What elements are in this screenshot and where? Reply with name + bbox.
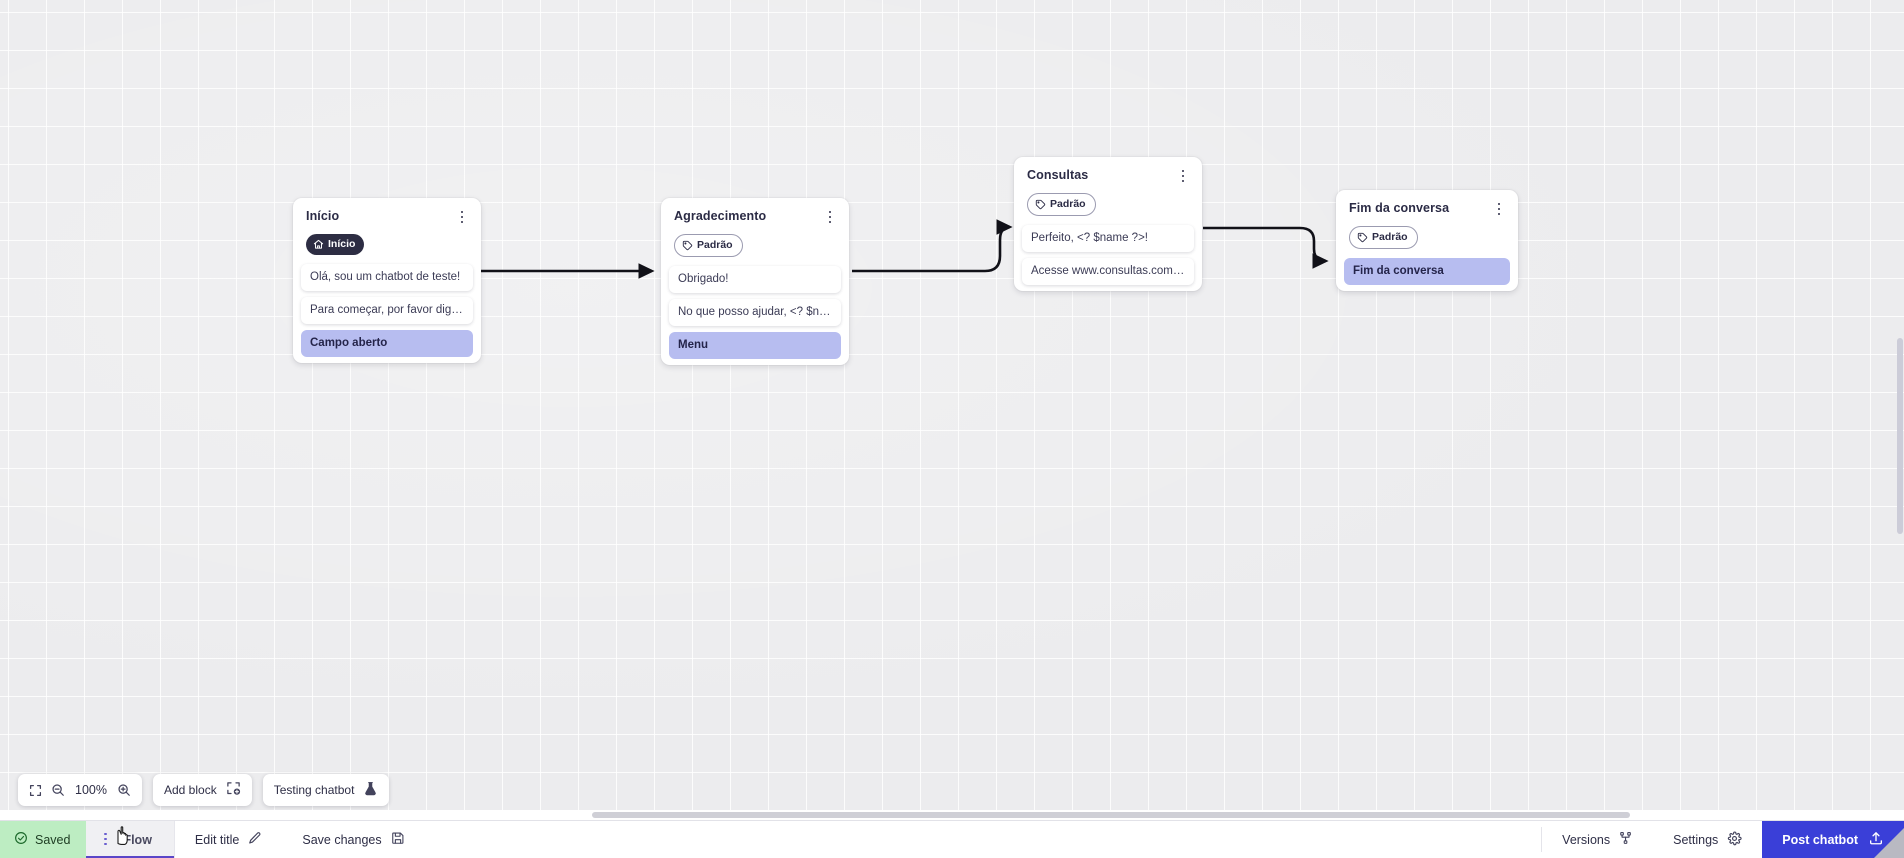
- node-rows: Fim da conversa: [1336, 258, 1518, 285]
- pencil-icon: [248, 831, 262, 848]
- tag-icon: [1035, 199, 1046, 210]
- edge-agradecimento-consultas: [852, 219, 1013, 273]
- node-rows: Obrigado! No que posso ajudar, <? $name …: [661, 266, 849, 359]
- flow-connectors: [481, 219, 1329, 279]
- node-badge-row: Padrão: [1336, 218, 1518, 258]
- node-row-message[interactable]: Obrigado!: [669, 266, 841, 293]
- node-badge-row: Início: [293, 226, 481, 264]
- testing-chatbot-label: Testing chatbot: [273, 783, 355, 797]
- node-title: Fim da conversa: [1349, 201, 1450, 215]
- node-row-message[interactable]: Acesse www.consultas.com par...: [1022, 258, 1194, 285]
- add-block-label: Add block: [164, 783, 217, 797]
- node-badge-label: Padrão: [1050, 198, 1086, 211]
- edge-consultas-fim: [1203, 226, 1329, 269]
- node-badge-row: Padrão: [1014, 185, 1202, 225]
- zoom-controls: 100%: [18, 774, 142, 806]
- status-bar: Saved Flow Edit title Save changes Versi…: [0, 820, 1904, 858]
- node-badge-label: Padrão: [1372, 231, 1408, 244]
- node-menu-button[interactable]: [823, 208, 837, 226]
- add-block-icon: [226, 781, 241, 799]
- versions-button[interactable]: Versions: [1542, 821, 1653, 858]
- flow-node-inicio[interactable]: Início Início Olá, sou um chatbot de tes…: [293, 198, 481, 363]
- node-row-message[interactable]: Para começar, por favor digite o ...: [301, 297, 473, 324]
- check-circle-icon: [14, 831, 28, 848]
- node-header: Consultas: [1014, 157, 1202, 185]
- node-badge-padrao[interactable]: Padrão: [1027, 193, 1096, 216]
- zoom-in-icon[interactable]: [117, 783, 131, 797]
- node-badge-padrao[interactable]: Padrão: [674, 234, 743, 257]
- node-badge-padrao[interactable]: Padrão: [1349, 226, 1418, 249]
- status-bar-spacer: [425, 821, 1542, 858]
- node-badge-row: Padrão: [661, 226, 849, 266]
- flow-tab-label: Flow: [123, 832, 152, 847]
- node-badge-label: Padrão: [697, 239, 733, 252]
- testing-chatbot-button[interactable]: Testing chatbot: [262, 774, 390, 806]
- node-title: Agradecimento: [674, 209, 767, 223]
- node-badge-inicio[interactable]: Início: [306, 234, 365, 255]
- zoom-out-icon[interactable]: [51, 783, 65, 797]
- horizontal-scrollbar[interactable]: [0, 810, 1904, 820]
- node-menu-button[interactable]: [1176, 167, 1190, 185]
- save-changes-button[interactable]: Save changes: [282, 821, 424, 858]
- status-bar-divider: [1541, 827, 1543, 852]
- settings-label: Settings: [1673, 832, 1719, 847]
- saved-status-badge: Saved: [0, 821, 87, 858]
- saved-label: Saved: [35, 832, 71, 847]
- node-row-action[interactable]: Menu: [669, 332, 841, 359]
- flow-tab-menu-icon[interactable]: [98, 830, 112, 848]
- flask-icon: [363, 781, 378, 799]
- node-row-action[interactable]: Campo aberto: [301, 330, 473, 357]
- flow-node-agradecimento[interactable]: Agradecimento Padrão Obrigado! No que po…: [661, 198, 849, 365]
- node-title: Início: [306, 209, 340, 223]
- node-header: Agradecimento: [661, 198, 849, 226]
- canvas-toolbar: 100% Add block Testing chatbot: [18, 774, 390, 806]
- versions-label: Versions: [1562, 832, 1611, 847]
- fit-screen-icon[interactable]: [29, 784, 42, 797]
- tag-icon: [682, 240, 693, 251]
- edit-title-button[interactable]: Edit title: [175, 821, 282, 858]
- node-rows: Perfeito, <? $name ?>! Acesse www.consul…: [1014, 225, 1202, 285]
- edit-title-label: Edit title: [194, 832, 240, 847]
- node-header: Início: [293, 198, 481, 226]
- node-menu-button[interactable]: [455, 208, 469, 226]
- corner-fold-decoration: [1874, 828, 1904, 858]
- branch-icon: [1619, 831, 1633, 848]
- add-block-button[interactable]: Add block: [153, 774, 252, 806]
- node-badge-label: Início: [328, 238, 356, 251]
- node-row-message[interactable]: Olá, sou um chatbot de teste!: [301, 264, 473, 291]
- tab-flow[interactable]: Flow: [86, 821, 175, 858]
- settings-button[interactable]: Settings: [1653, 821, 1762, 858]
- flow-canvas[interactable]: Início Início Olá, sou um chatbot de tes…: [0, 0, 1904, 820]
- horizontal-scrollbar-thumb[interactable]: [592, 812, 1630, 818]
- post-chatbot-label: Post chatbot: [1782, 832, 1858, 847]
- flow-node-consultas[interactable]: Consultas Padrão Perfeito, <? $name ?>! …: [1014, 157, 1202, 291]
- node-rows: Olá, sou um chatbot de teste! Para começ…: [293, 264, 481, 357]
- vertical-scrollbar[interactable]: [1896, 0, 1904, 810]
- zoom-level-label: 100%: [75, 783, 107, 797]
- gear-icon: [1727, 830, 1742, 849]
- node-row-action[interactable]: Fim da conversa: [1344, 258, 1510, 285]
- node-row-message[interactable]: No que posso ajudar, <? $name ...: [669, 299, 841, 326]
- post-chatbot-button[interactable]: Post chatbot: [1762, 821, 1904, 858]
- save-changes-label: Save changes: [302, 832, 382, 847]
- node-menu-button[interactable]: [1492, 200, 1506, 218]
- vertical-scrollbar-thumb[interactable]: [1897, 338, 1903, 534]
- tag-icon: [1357, 232, 1368, 243]
- node-header: Fim da conversa: [1336, 190, 1518, 218]
- node-title: Consultas: [1027, 168, 1089, 182]
- home-icon: [313, 239, 324, 250]
- floppy-icon: [391, 831, 405, 848]
- flow-node-fim-da-conversa[interactable]: Fim da conversa Padrão Fim da conversa: [1336, 190, 1518, 291]
- node-row-message[interactable]: Perfeito, <? $name ?>!: [1022, 225, 1194, 252]
